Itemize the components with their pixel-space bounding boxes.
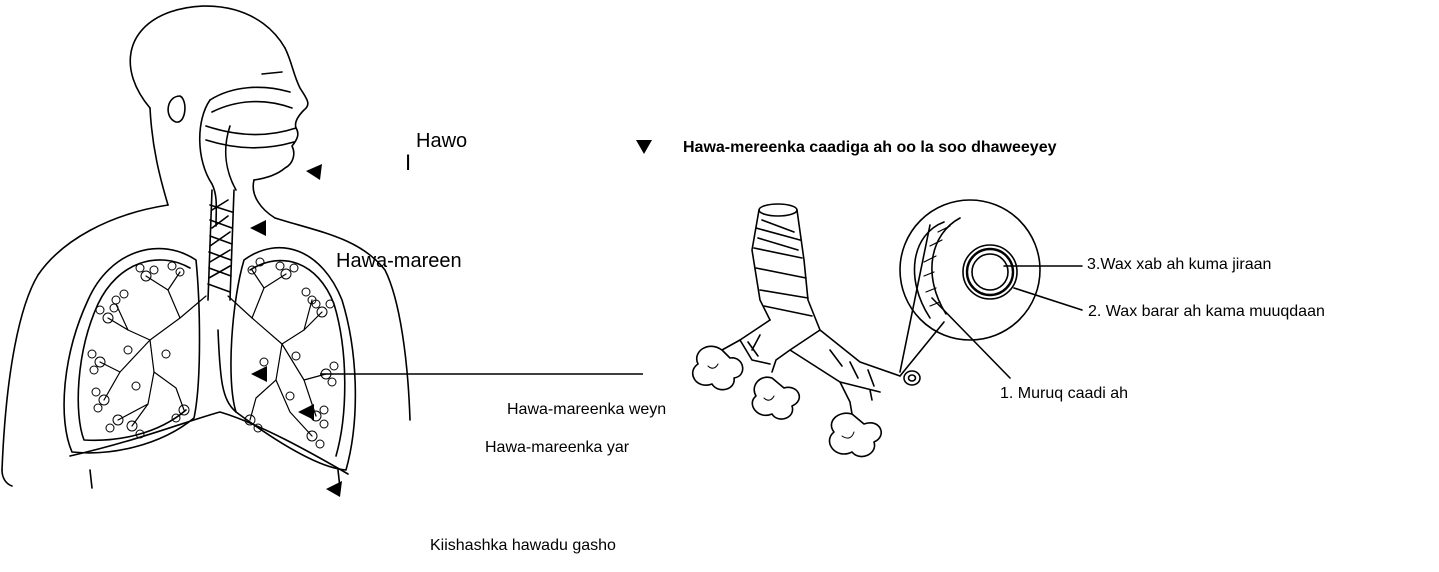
arrow-marker-kiishash bbox=[326, 481, 342, 497]
alveoli-cluster-bottom bbox=[829, 413, 881, 456]
right-lung-outline bbox=[218, 248, 355, 470]
hawo-marker: I bbox=[405, 152, 411, 174]
label-wax-barar: 2. Wax barar ah kama muuqdaan bbox=[1088, 304, 1325, 320]
airway-inner-ring bbox=[972, 254, 1008, 290]
arrow-marker-weyn bbox=[251, 366, 267, 382]
diaphragm bbox=[70, 412, 348, 474]
label-wax-xab: 3.Wax xab ah kuma jiraan bbox=[1087, 257, 1271, 273]
label-muruq: 1. Muruq caadi ah bbox=[1000, 386, 1128, 402]
left-bronchi bbox=[100, 272, 206, 426]
label-hawa-mareenka-yar: Hawa-mareenka yar bbox=[485, 440, 629, 456]
diagram-title: Hawa-mereenka caadiga ah oo la soo dhawe… bbox=[683, 140, 1057, 156]
arrow-marker-yar bbox=[298, 404, 314, 420]
airway-outer-ring bbox=[963, 245, 1017, 299]
pointer-line-barar bbox=[1014, 288, 1082, 310]
label-hawo: Hawo bbox=[416, 131, 467, 151]
magnified-airway bbox=[693, 200, 1082, 457]
airway-middle-ring bbox=[967, 249, 1013, 295]
label-hawa-mareenka-weyn: Hawa-mareenka weyn bbox=[507, 402, 666, 418]
trachea bbox=[208, 190, 234, 300]
label-kiishashka: Kiishashka hawadu gasho bbox=[430, 538, 616, 554]
pointer-line-muruq bbox=[932, 298, 1010, 378]
arrow-marker-mareen bbox=[250, 220, 266, 236]
arrow-marker-title bbox=[636, 140, 652, 154]
alveoli-cluster-left bbox=[693, 346, 743, 389]
label-hawa-mareen: Hawa-mareen bbox=[336, 251, 462, 271]
arrow-marker-hawo bbox=[306, 164, 322, 180]
alveoli-cluster-mid bbox=[752, 377, 799, 419]
upper-airway-outline bbox=[200, 87, 296, 226]
